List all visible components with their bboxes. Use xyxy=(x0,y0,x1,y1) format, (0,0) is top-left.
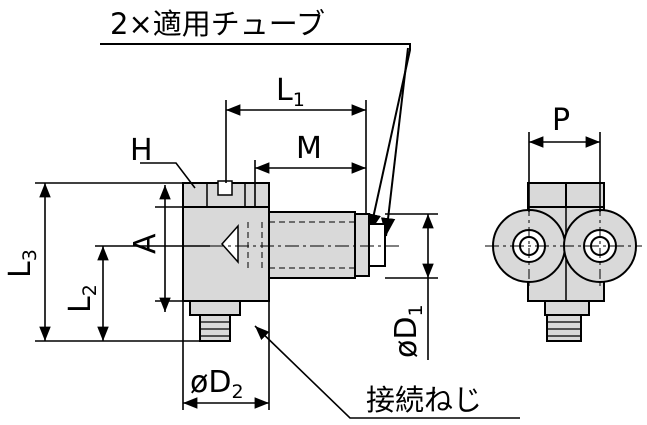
side-hex-right xyxy=(565,182,605,208)
nut-slot xyxy=(217,180,233,196)
bottom-hex xyxy=(189,300,241,316)
side-hex-left xyxy=(527,182,567,208)
label-A: A xyxy=(128,233,163,254)
dimensions-front xyxy=(35,100,520,419)
side-thread-stud xyxy=(546,314,582,342)
label-D2: øD2 xyxy=(190,365,244,403)
label-tube: 2×適用チューブ xyxy=(110,7,325,41)
label-L1: L1 xyxy=(276,73,305,111)
tube-leader xyxy=(100,43,411,237)
label-L3: L3 xyxy=(3,249,41,278)
dimensions-side xyxy=(528,132,601,212)
side-bottom-hex xyxy=(544,300,590,316)
label-H: H xyxy=(130,133,153,168)
thread-stud xyxy=(199,314,231,342)
label-P: P xyxy=(552,103,570,138)
label-L2: L2 xyxy=(63,284,101,313)
front-view xyxy=(182,180,400,342)
tube-socket xyxy=(268,211,356,279)
label-thread: 接続ねじ xyxy=(366,383,482,417)
socket-collar xyxy=(354,213,370,277)
label-D1: øD1 xyxy=(389,304,427,358)
label-M: M xyxy=(296,131,322,166)
side-view xyxy=(485,182,642,342)
main-body xyxy=(182,206,270,302)
tube-tip xyxy=(368,223,386,267)
